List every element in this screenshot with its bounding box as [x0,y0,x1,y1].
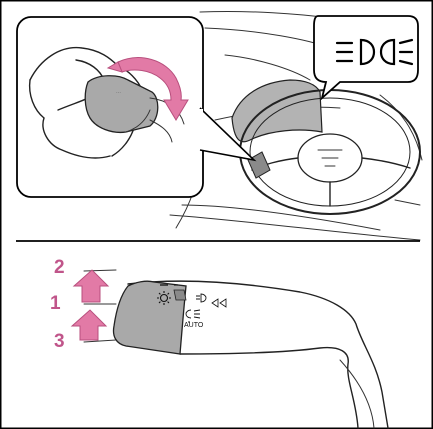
column-stalk [248,152,270,178]
dash-line [205,28,330,48]
position-line [84,270,116,271]
dash-line [395,200,420,205]
step-number-3: 3 [54,331,65,352]
lever-body [180,348,358,428]
lever-auto-label: AUTO [184,322,204,329]
up-arrow-icon [72,310,106,340]
up-arrow-icon [74,270,108,302]
lever-pointer [174,290,186,300]
knob-inset: ⋯ [17,17,254,197]
step-number-1: 1 [50,293,61,314]
step-number-2: 2 [54,257,65,278]
top-panel: ⋯ [17,11,422,240]
knob-marking: ⋯ [116,90,121,96]
dash-line [170,215,420,240]
bottom-panel: AUTO 2 1 3 [50,257,388,428]
dash-line [182,205,380,230]
dash-line [225,55,310,80]
dash-line [200,11,330,18]
steering-wheel [240,90,420,214]
headlight-symbol-icon [314,16,418,98]
